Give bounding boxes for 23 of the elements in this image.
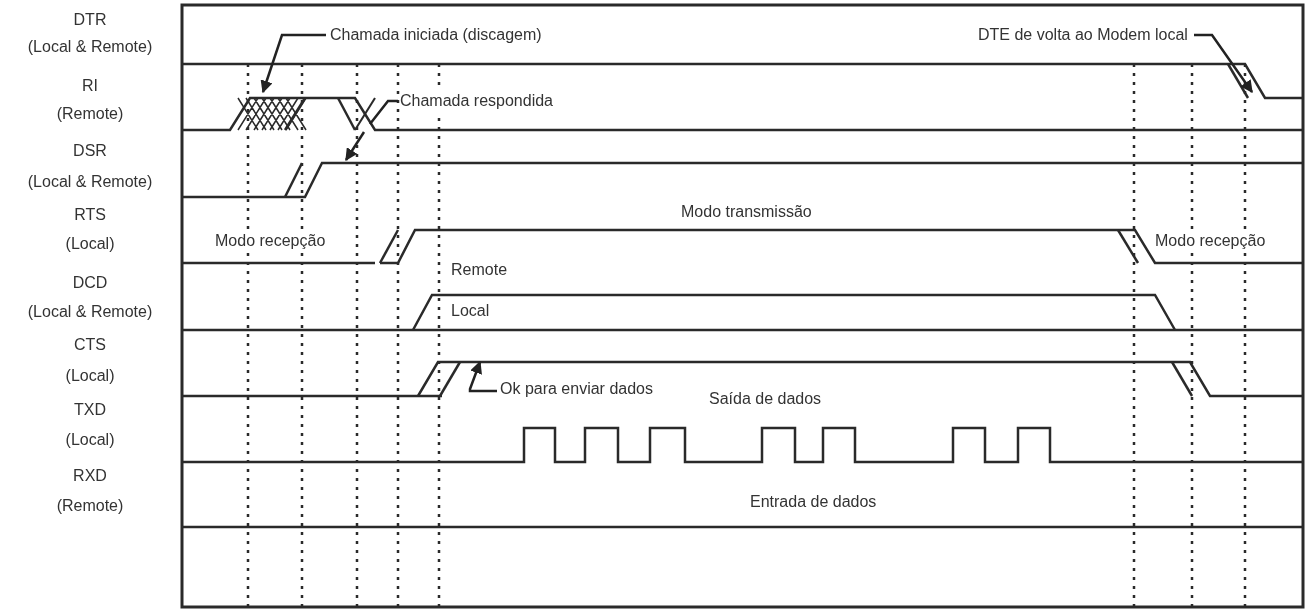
signal-label: (Local & Remote) <box>27 302 153 322</box>
leader-line <box>1194 33 1254 93</box>
signal-label: (Remote) <box>56 496 124 516</box>
signal-label: DSR <box>73 141 107 161</box>
signal-label: (Local) <box>65 234 115 254</box>
leader-line <box>468 360 497 393</box>
signal-label: RTS <box>74 205 106 225</box>
signal-label: (Local) <box>65 430 115 450</box>
signal-label: DTR <box>73 10 107 30</box>
leader-line <box>369 99 398 125</box>
signal-label: DCD <box>72 273 108 293</box>
signal-label: RI <box>82 76 98 96</box>
signal-label: (Local) <box>65 366 115 386</box>
signal-label: TXD <box>74 400 106 420</box>
signal-label: (Local & Remote) <box>27 37 153 57</box>
annotation-text: Modo recepção <box>215 231 326 251</box>
signal-label: (Remote) <box>56 104 124 124</box>
annotation-text: Modo recepção <box>1155 231 1266 251</box>
leader-line <box>260 33 326 94</box>
callout-text: Chamada respondida <box>400 90 553 112</box>
signal-label: RXD <box>73 466 107 486</box>
signal-label: (Local & Remote) <box>27 172 153 192</box>
signal-label: CTS <box>74 335 106 355</box>
